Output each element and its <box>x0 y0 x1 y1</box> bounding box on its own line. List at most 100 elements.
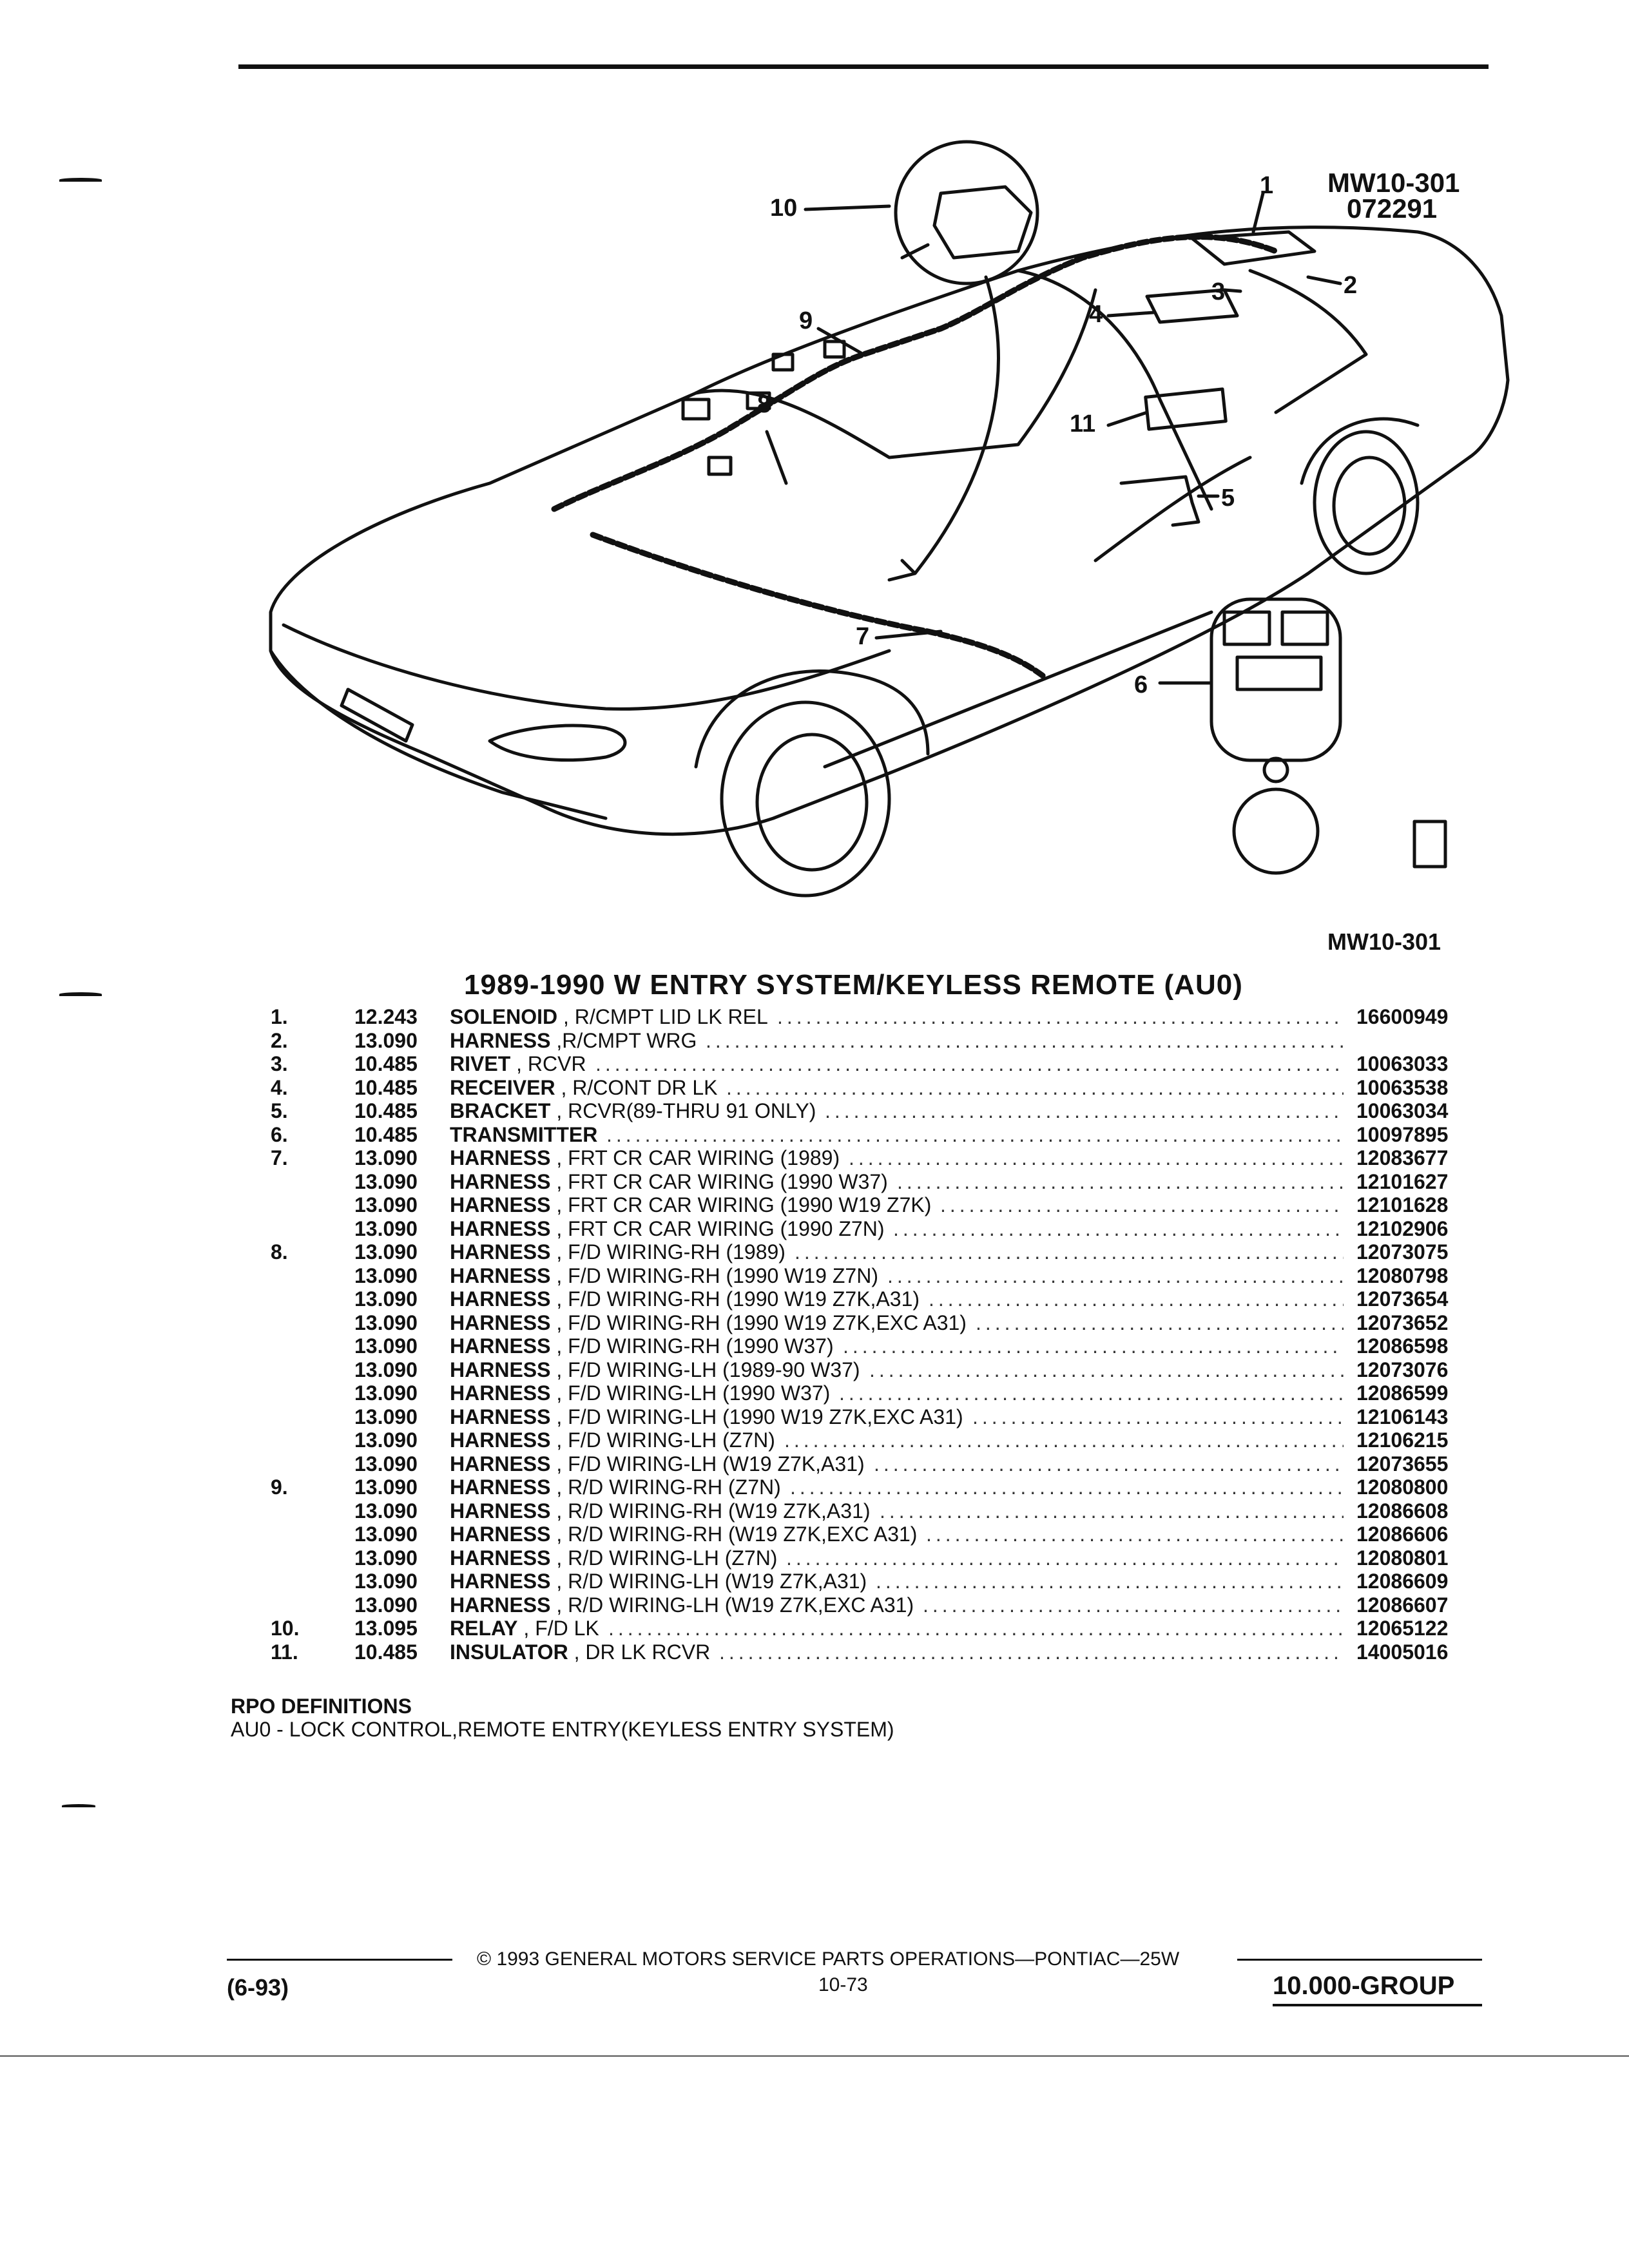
margin-mark <box>62 1804 95 1807</box>
group-number: 13.090 <box>354 1311 418 1334</box>
group-number: 10.485 <box>354 1122 418 1146</box>
parts-row: 13.090 HARNESS , F/D WIRING-RH (1990 W37)… <box>271 1334 1495 1358</box>
group-number: 13.090 <box>354 1499 418 1523</box>
part-name: HARNESS <box>450 1358 551 1381</box>
part-name: BRACKET <box>450 1099 551 1122</box>
transmitter-button <box>1235 655 1323 691</box>
part-name: HARNESS <box>450 1193 551 1216</box>
group-number: 13.095 <box>354 1617 418 1640</box>
part-detail: , FRT CR CAR WIRING (1990 W37) <box>556 1169 888 1193</box>
callout-10: 10 <box>770 195 797 222</box>
item-number: 4. <box>271 1075 288 1099</box>
dot-leader: ........................................… <box>790 1475 1344 1499</box>
part-description: HARNESS , F/D WIRING-RH (1990 W19 Z7K,A3… <box>450 1287 920 1311</box>
part-detail: , F/D WIRING-RH (1990 W37) <box>556 1334 834 1358</box>
front-wheel <box>720 700 891 898</box>
pointer-arrow <box>887 275 1000 582</box>
part-number: 12086606 <box>1356 1523 1449 1546</box>
dot-leader: ........................................… <box>849 1146 1344 1169</box>
rear-window <box>1248 269 1368 414</box>
rpo-heading: RPO DEFINITIONS <box>231 1695 412 1718</box>
dot-leader: ........................................… <box>608 1617 1344 1640</box>
dot-leader: ........................................… <box>786 1546 1344 1570</box>
margin-mark <box>59 178 102 182</box>
group-number: 13.090 <box>354 1028 418 1052</box>
part-number: 12080798 <box>1356 1264 1449 1287</box>
harness-cable <box>551 234 1279 512</box>
car-illustration: 10 1 2 3 4 11 5 6 7 8 9 <box>269 140 1510 898</box>
part-detail: , R/D WIRING-LH (Z7N) <box>556 1546 778 1570</box>
harness-connector <box>746 391 771 410</box>
part-name: HARNESS <box>450 1264 551 1287</box>
group-number: 13.090 <box>354 1334 418 1358</box>
group-number: 13.090 <box>354 1523 418 1546</box>
part-description: HARNESS , F/D WIRING-RH (1990 W19 Z7N) <box>450 1264 878 1287</box>
key-ring <box>1232 787 1320 875</box>
part-description: HARNESS , R/D WIRING-LH (Z7N) <box>450 1546 777 1570</box>
harness-cable <box>590 532 1047 680</box>
part-detail: , F/D WIRING-LH (1990 W19 Z7K,EXC A31) <box>556 1405 963 1428</box>
part-name: HARNESS <box>450 1405 551 1428</box>
part-description: HARNESS , F/D WIRING-RH (1990 W37) <box>450 1334 834 1358</box>
part-name: RECEIVER <box>450 1075 555 1099</box>
leader-line <box>1306 275 1342 285</box>
item-number: 7. <box>271 1146 288 1169</box>
door-seam <box>1094 456 1252 562</box>
part-number: 12086607 <box>1356 1593 1449 1617</box>
front-bumper <box>269 649 608 820</box>
rear-wheel-hub <box>1332 456 1407 556</box>
dot-leader: ........................................… <box>869 1358 1344 1381</box>
callout-6: 6 <box>1134 671 1148 698</box>
part-number: 12073652 <box>1356 1311 1449 1334</box>
part-number: 12073655 <box>1356 1452 1449 1475</box>
dot-leader: ........................................… <box>839 1381 1344 1405</box>
item-number: 1. <box>271 1005 288 1028</box>
part-description: HARNESS , R/D WIRING-RH (W19 Z7K,EXC A31… <box>450 1523 917 1546</box>
part-number: 12086598 <box>1356 1334 1449 1358</box>
part-detail: , FRT CR CAR WIRING (1990 Z7N) <box>556 1216 885 1240</box>
solenoid <box>1190 230 1316 266</box>
item-number: 3. <box>271 1052 288 1075</box>
item-number: 6. <box>271 1122 288 1146</box>
dot-leader: ........................................… <box>976 1311 1344 1334</box>
leader-line <box>874 629 943 640</box>
part-detail: , F/D WIRING-LH (Z7N) <box>556 1428 775 1452</box>
part-detail: , R/D WIRING-LH (W19 Z7K,EXC A31) <box>556 1593 914 1617</box>
part-detail: , R/D WIRING-RH (W19 Z7K,EXC A31) <box>556 1523 918 1546</box>
item-number: 11. <box>271 1640 298 1664</box>
part-description: INSULATOR , DR LK RCVR <box>450 1640 710 1664</box>
footer-rule-left <box>227 1959 452 1961</box>
part-detail: , F/D WIRING-RH (1990 W19 Z7N) <box>556 1264 878 1287</box>
group-number: 13.090 <box>354 1287 418 1311</box>
part-detail: , R/CONT DR LK <box>561 1075 718 1099</box>
rpo-definition: AU0 - LOCK CONTROL,REMOTE ENTRY(KEYLESS … <box>231 1718 894 1741</box>
group-number: 10.485 <box>354 1052 418 1075</box>
footer-rule-right <box>1237 1959 1482 1961</box>
rear-wheel-arch <box>1300 417 1420 485</box>
part-name: HARNESS <box>450 1523 551 1546</box>
part-number: 12073075 <box>1356 1240 1449 1264</box>
part-detail: , RCVR(89-THRU 91 ONLY) <box>556 1099 816 1122</box>
item-number: 5. <box>271 1099 288 1122</box>
insulator-pad <box>1144 387 1228 431</box>
group-number: 13.090 <box>354 1358 418 1381</box>
part-name: HARNESS <box>450 1240 551 1264</box>
diagram-code-top: MW10-301 <box>1327 168 1460 198</box>
front-wheel-arch <box>694 669 930 769</box>
group-number: 13.090 <box>354 1452 418 1475</box>
footer-group: 10.000-GROUP <box>1273 1972 1455 2000</box>
group-number: 10.485 <box>354 1099 418 1122</box>
part-name: HARNESS <box>450 1475 551 1499</box>
part-number: 12102906 <box>1356 1216 1449 1240</box>
transmitter-button <box>1280 610 1329 646</box>
dot-leader: ........................................… <box>876 1570 1344 1593</box>
group-number: 13.090 <box>354 1216 418 1240</box>
part-number: 12073076 <box>1356 1358 1449 1381</box>
part-name: HARNESS <box>450 1428 551 1452</box>
